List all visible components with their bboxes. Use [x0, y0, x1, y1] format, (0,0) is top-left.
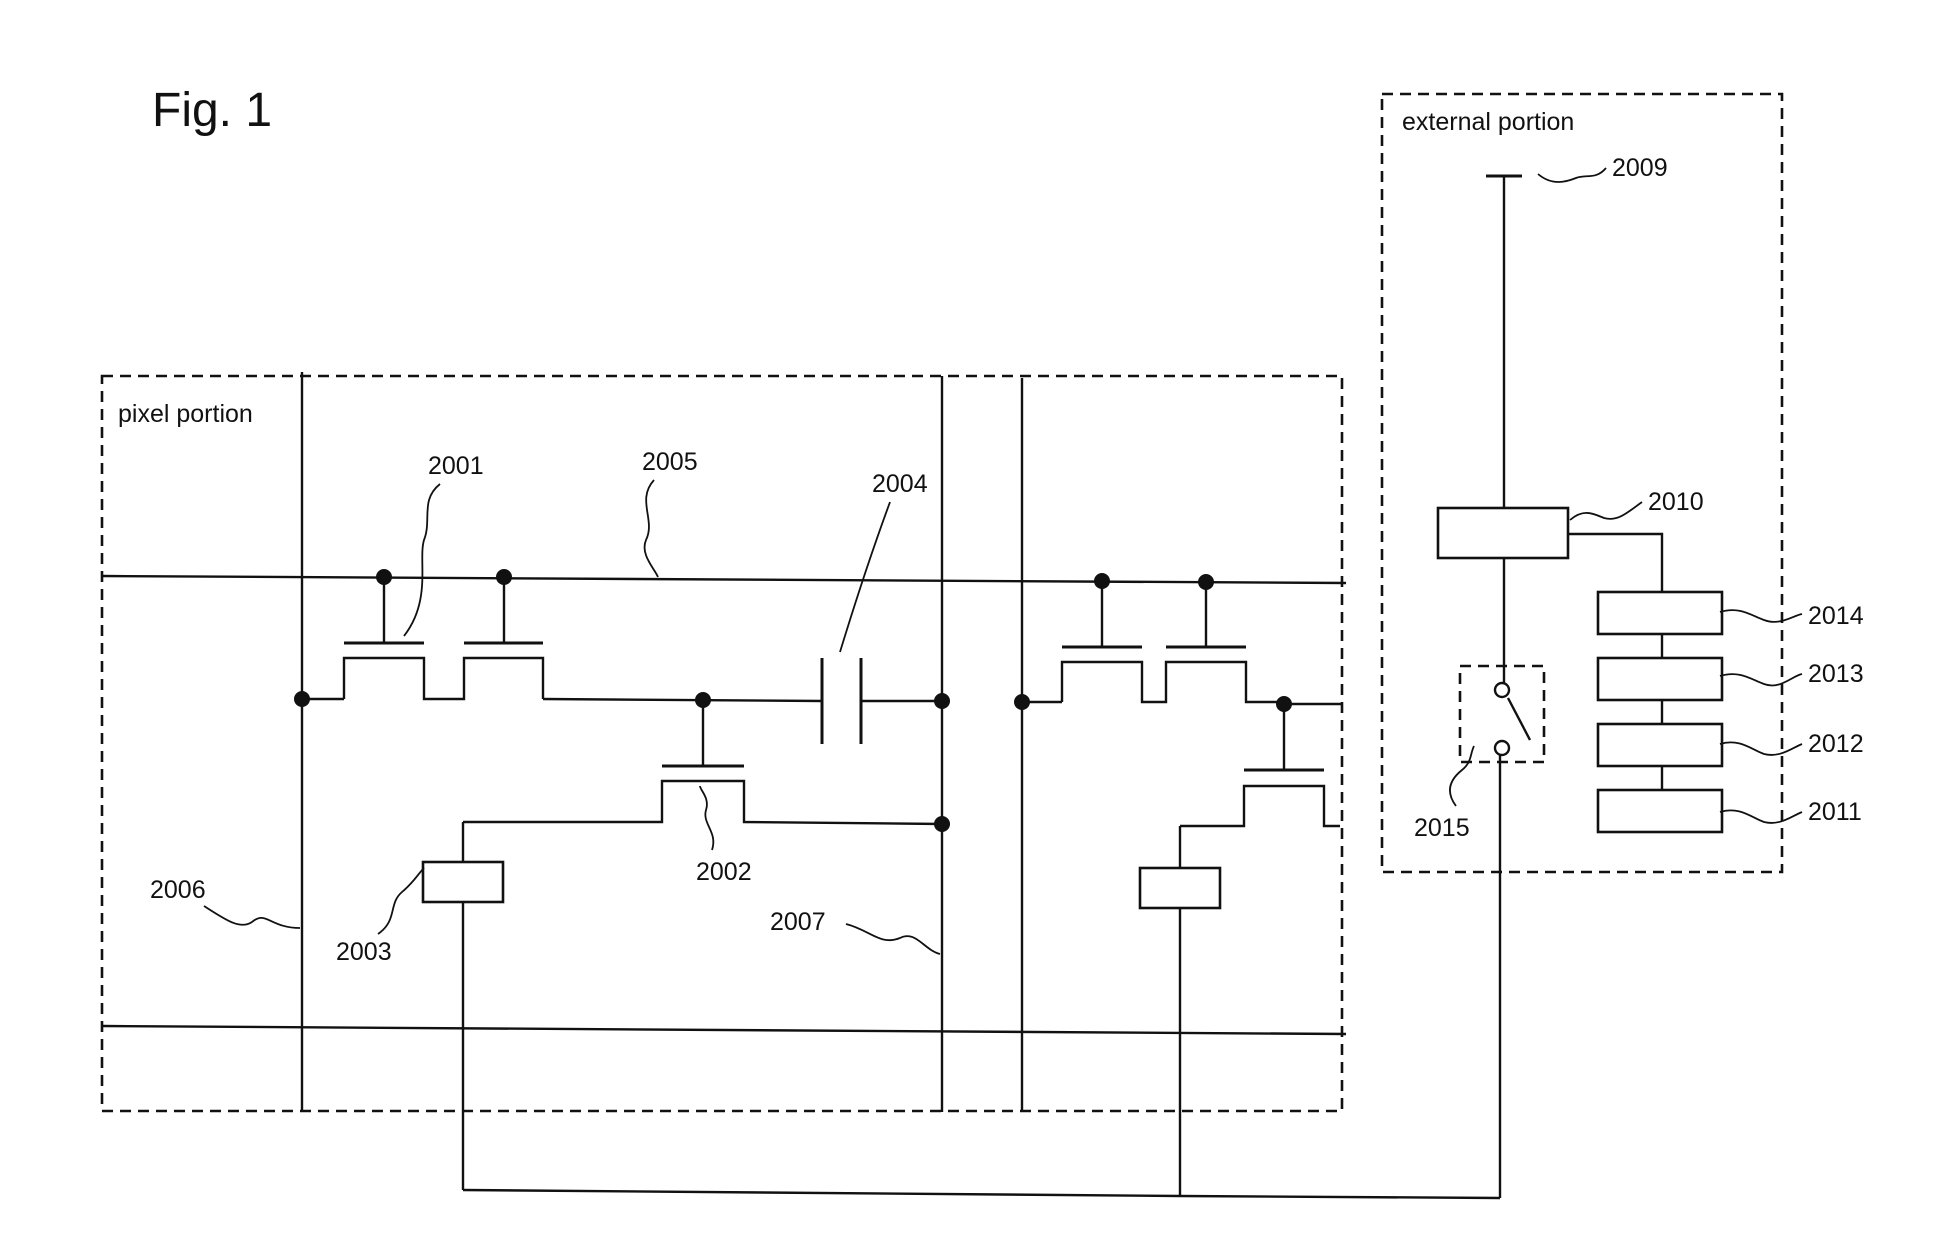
light-emitting-element-2003 — [423, 822, 503, 1190]
ref-2014: 2014 — [1808, 602, 1864, 630]
block-2013 — [1598, 658, 1722, 700]
scan-line-2005 — [102, 576, 1346, 583]
reference-labels: 2001 2005 2004 2002 2003 2006 2007 2009 … — [150, 154, 1864, 966]
ref-2011: 2011 — [1808, 798, 1862, 826]
ref-2002: 2002 — [696, 858, 752, 886]
transistor-2002 — [463, 700, 942, 824]
ref-2001: 2001 — [428, 452, 484, 480]
transistor-2001 — [302, 577, 822, 701]
external-portion-label: external portion — [1402, 108, 1574, 136]
ref-2006: 2006 — [150, 876, 206, 904]
block-stack — [1598, 592, 1722, 832]
block-2014 — [1598, 592, 1722, 634]
right-pixel-circuit — [1022, 581, 1342, 1196]
ref-2007: 2007 — [770, 908, 826, 936]
pixel-portion-label: pixel portion — [118, 400, 253, 428]
ref-2009: 2009 — [1612, 154, 1668, 182]
ref-2013: 2013 — [1808, 660, 1864, 688]
ref-2005: 2005 — [642, 448, 698, 476]
terminal-2009 — [1486, 176, 1522, 508]
pixel-portion-region: pixel portion — [102, 376, 1342, 1111]
ref-2012: 2012 — [1808, 730, 1864, 758]
return-wiring — [463, 748, 1500, 1198]
bottom-bus-line — [102, 1026, 1346, 1034]
ref-2003: 2003 — [336, 938, 392, 966]
block-2012 — [1598, 724, 1722, 766]
ref-2010: 2010 — [1648, 488, 1704, 516]
capacitor-2004 — [822, 658, 942, 744]
figure-title: Fig. 1 — [152, 84, 272, 137]
pixel-portion-boundary — [102, 376, 1342, 1111]
ref-2004: 2004 — [872, 470, 928, 498]
block-2011 — [1598, 790, 1722, 832]
ref-2015: 2015 — [1414, 814, 1470, 842]
